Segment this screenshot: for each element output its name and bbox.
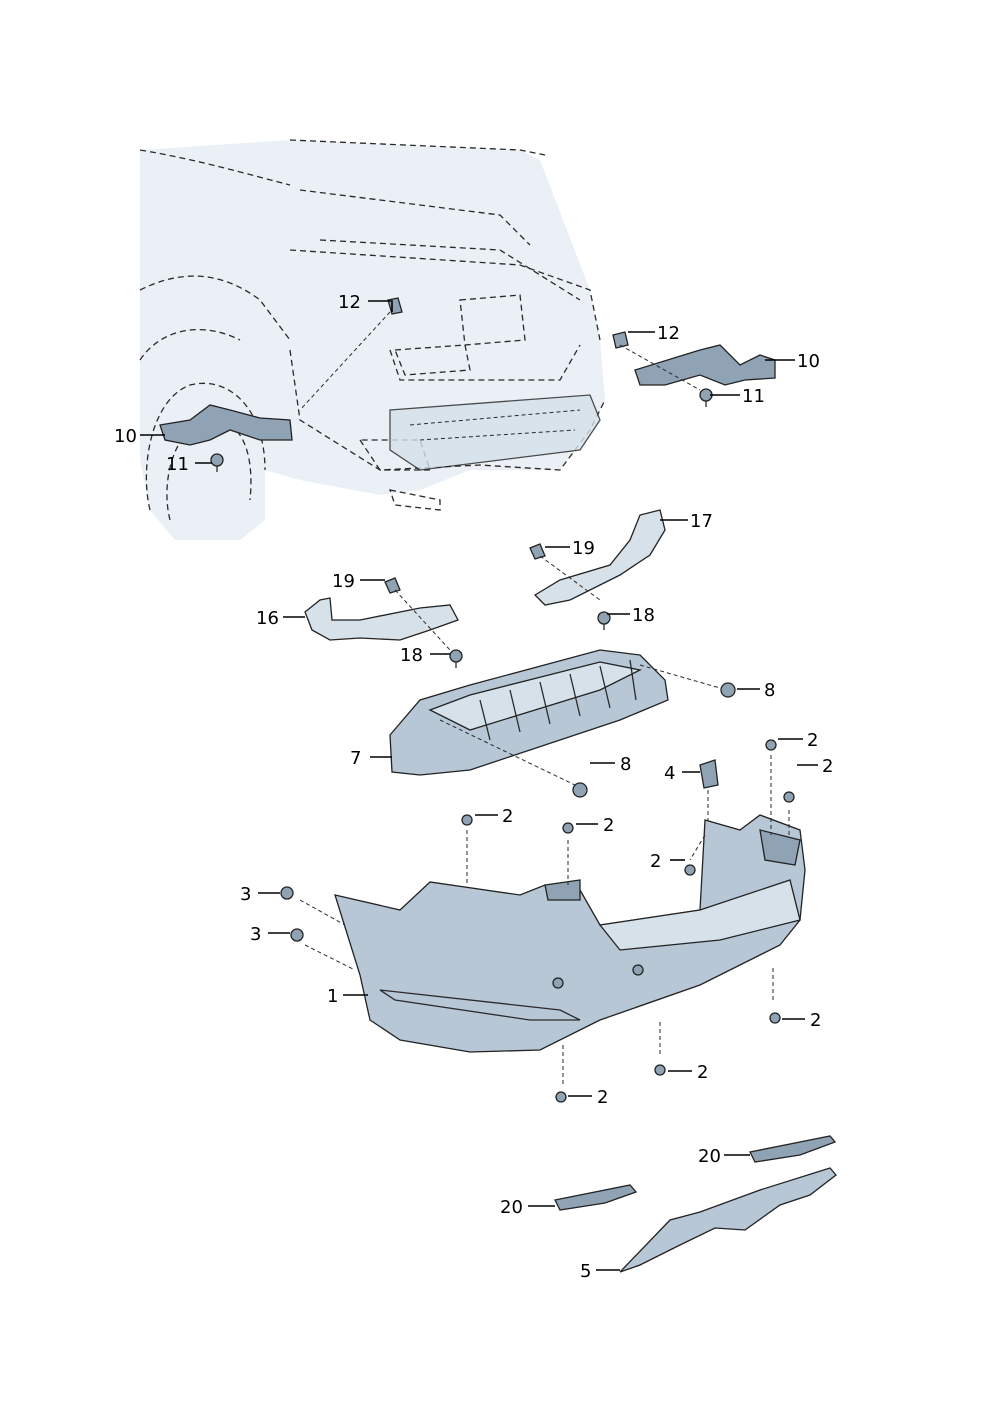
bumper-cover-1 [299, 755, 806, 1085]
guide-16-left [304, 597, 459, 641]
bumper-dashed-leaders [299, 755, 790, 1085]
screws-3 [280, 886, 304, 942]
callout-11-right: 11 [742, 386, 765, 407]
absorber-ribs [479, 659, 637, 741]
callout-20-upper: 20 [698, 1146, 721, 1167]
bolt-8-upper [720, 682, 736, 698]
callout-3-a: 3 [240, 884, 251, 905]
callout-2-e: 2 [650, 851, 661, 872]
callout-3-b: 3 [250, 924, 261, 945]
callout-17: 17 [690, 511, 713, 532]
screw-18-left [449, 649, 463, 668]
callout-18-left: 18 [400, 645, 423, 666]
callout-2-f: 2 [810, 1010, 821, 1031]
clip-12-right [612, 331, 701, 391]
callout-2-g: 2 [697, 1062, 708, 1083]
screw-18-right [597, 611, 611, 630]
clip-19-left [384, 577, 451, 651]
callout-10-right: 10 [797, 351, 820, 372]
callout-12-car: 12 [338, 292, 361, 313]
diffuser-5 [619, 1167, 837, 1273]
callout-8-upper: 8 [764, 680, 775, 701]
callout-1: 1 [327, 986, 338, 1007]
callout-8-lower: 8 [620, 754, 631, 775]
screw-11-right [699, 388, 713, 407]
callout-2-d: 2 [822, 756, 833, 777]
screws-2 [461, 739, 795, 1103]
bracket-10-left [159, 404, 293, 446]
callout-2-b: 2 [603, 815, 614, 836]
callout-labels: 12 12 10 10 11 11 17 19 19 18 18 16 8 8 … [114, 292, 833, 1282]
car-body-outline [139, 139, 606, 540]
guide-17-right [533, 509, 666, 606]
callout-10-left: 10 [114, 426, 137, 447]
reflector-20-upper [749, 1135, 837, 1163]
callout-11-left: 11 [166, 454, 189, 475]
callout-20-lower: 20 [500, 1197, 523, 1218]
impact-absorber-7 [389, 649, 721, 786]
callout-2-a: 2 [502, 806, 513, 827]
callout-2-h: 2 [597, 1087, 608, 1108]
callout-2-c: 2 [807, 730, 818, 751]
clip-19-right [529, 543, 601, 601]
callout-19-right: 19 [572, 538, 595, 559]
callout-5: 5 [580, 1261, 591, 1282]
reflector-20-lower [554, 1184, 638, 1211]
callout-12-right: 12 [657, 323, 680, 344]
callout-7: 7 [350, 748, 361, 769]
callout-16: 16 [256, 608, 279, 629]
bracket-10-right [634, 344, 776, 386]
bolt-8-lower [572, 782, 588, 798]
callout-18-right: 18 [632, 605, 655, 626]
screw-11-left [210, 453, 224, 472]
callout-4: 4 [664, 763, 675, 784]
callout-19-left: 19 [332, 571, 355, 592]
leader-lines [140, 300, 818, 1271]
